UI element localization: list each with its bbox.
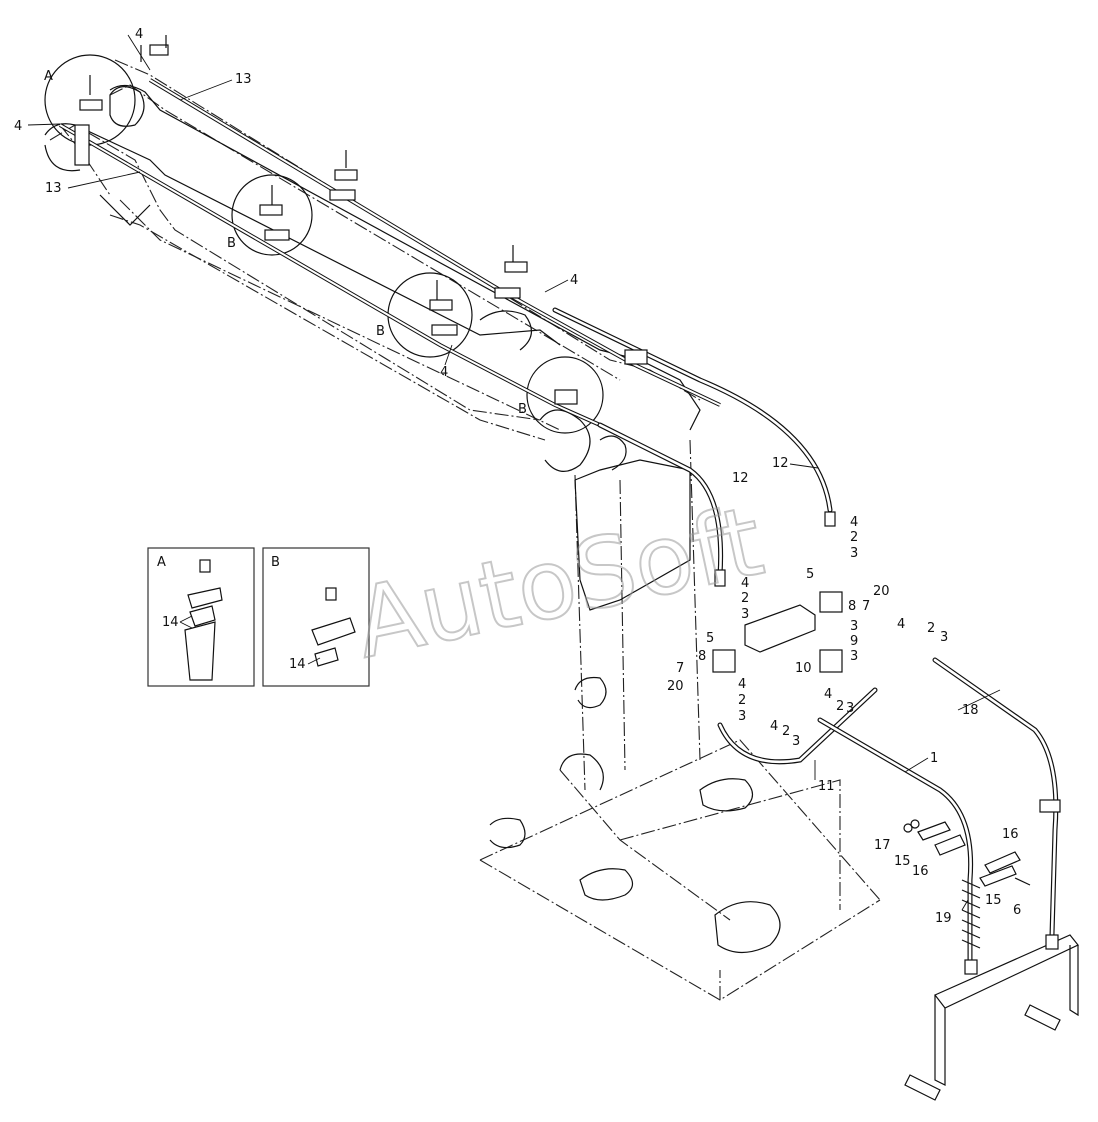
detail-a-label: A bbox=[157, 555, 166, 570]
callout: 4 bbox=[738, 677, 746, 692]
callout: 3 bbox=[741, 607, 749, 622]
clamps bbox=[74, 44, 1061, 813]
callout: 3 bbox=[940, 630, 948, 645]
boom-frame bbox=[44, 84, 781, 954]
callout: 2 bbox=[927, 621, 935, 636]
callout: 7 bbox=[862, 599, 870, 614]
watermark: AutoSoft bbox=[345, 485, 772, 680]
view-label-b-3: B bbox=[518, 402, 527, 417]
callout: 16 bbox=[912, 864, 929, 879]
callout: 19 bbox=[935, 911, 952, 926]
callout: 2 bbox=[741, 591, 749, 606]
callout: 6 bbox=[1013, 903, 1021, 918]
callout: 3 bbox=[850, 619, 858, 634]
valve-blocks bbox=[712, 511, 843, 673]
detail-box-a: A 14 bbox=[147, 547, 255, 687]
spiral-guard bbox=[961, 879, 981, 949]
callout: 12 bbox=[772, 456, 789, 471]
callout: 1 bbox=[930, 751, 938, 766]
callout: 4 bbox=[770, 719, 778, 734]
callout: 3 bbox=[846, 701, 854, 716]
boom-arm-phantom-outline bbox=[49, 59, 881, 1001]
callout: 4 bbox=[850, 515, 858, 530]
callout: 15 bbox=[985, 893, 1002, 908]
callout: 17 bbox=[874, 838, 891, 853]
callout: 5 bbox=[806, 567, 814, 582]
callout: 10 bbox=[795, 661, 812, 676]
callout: 9 bbox=[850, 634, 858, 649]
callout-14-b: 14 bbox=[289, 657, 306, 672]
callout: 18 bbox=[962, 703, 979, 718]
detail-b-label: B bbox=[271, 555, 280, 570]
callouts: 4 4 13 13 4 4 12 12 4 2 3 5 20 8 7 3 9 3… bbox=[14, 27, 1021, 926]
detail-box-b: B 14 bbox=[262, 547, 370, 687]
view-label-b-2: B bbox=[376, 324, 385, 339]
callout: 16 bbox=[1002, 827, 1019, 842]
callout: 5 bbox=[706, 631, 714, 646]
callout-14-a: 14 bbox=[162, 615, 179, 630]
callout: 4 bbox=[440, 365, 448, 380]
view-labels: A B B B bbox=[44, 69, 527, 417]
view-label-a: A bbox=[44, 69, 53, 84]
callout: 13 bbox=[45, 181, 62, 196]
leader-lines bbox=[27, 34, 1001, 911]
callout: 2 bbox=[836, 699, 844, 714]
callout: 4 bbox=[14, 119, 22, 134]
callout: 2 bbox=[738, 693, 746, 708]
callout: 3 bbox=[850, 546, 858, 561]
callout: 4 bbox=[741, 576, 749, 591]
detail-circles bbox=[44, 54, 604, 434]
loose-parts bbox=[903, 819, 1031, 887]
callout: 2 bbox=[782, 724, 790, 739]
view-label-b-1: B bbox=[227, 236, 236, 251]
callout: 8 bbox=[848, 599, 856, 614]
callout: 4 bbox=[824, 687, 832, 702]
callout: 3 bbox=[792, 734, 800, 749]
callout: 3 bbox=[738, 709, 746, 724]
callout: 20 bbox=[873, 584, 890, 599]
callout: 8 bbox=[698, 649, 706, 664]
boom-pipes bbox=[58, 78, 721, 427]
hoses bbox=[552, 307, 1059, 963]
bottom-bracket bbox=[904, 934, 1079, 1101]
callout: 11 bbox=[818, 779, 835, 794]
callout: 4 bbox=[897, 617, 905, 632]
callout: 3 bbox=[850, 649, 858, 664]
callout: 12 bbox=[732, 471, 749, 486]
callout: 13 bbox=[235, 72, 252, 87]
callout: 2 bbox=[850, 530, 858, 545]
callout: 4 bbox=[570, 273, 578, 288]
callout: 4 bbox=[135, 27, 143, 42]
callout: 7 bbox=[676, 661, 684, 676]
bolts bbox=[89, 35, 514, 300]
callout: 20 bbox=[667, 679, 684, 694]
callout: 15 bbox=[894, 854, 911, 869]
